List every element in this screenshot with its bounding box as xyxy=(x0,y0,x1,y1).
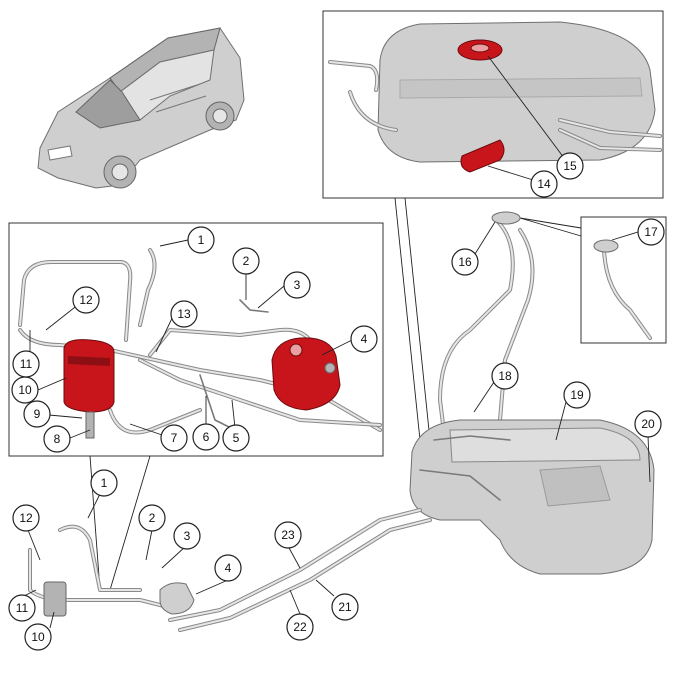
callout-label: 11 xyxy=(20,357,33,371)
callout-label: 9 xyxy=(34,407,41,421)
callout-15: 15 xyxy=(556,152,584,180)
callout-label: 2 xyxy=(243,254,250,268)
callout-label: 19 xyxy=(570,388,584,402)
callout-label: 15 xyxy=(563,159,577,173)
callout-12-main: 12 xyxy=(12,504,40,532)
callout-label: 10 xyxy=(18,383,32,397)
fuel-tank-detail-inset xyxy=(322,10,664,199)
callout-17: 17 xyxy=(637,218,665,246)
callout-label: 17 xyxy=(644,225,658,239)
callout-19: 19 xyxy=(563,381,591,409)
callout-21: 21 xyxy=(331,593,359,621)
fuel-lines-detail-inset xyxy=(8,222,384,457)
callout-label: 20 xyxy=(641,417,655,431)
callout-23: 23 xyxy=(274,521,302,549)
callout-9: 9 xyxy=(23,400,51,428)
callout-label: 2 xyxy=(149,511,156,525)
callout-22: 22 xyxy=(286,613,314,641)
callout-label: 1 xyxy=(198,233,205,247)
callout-label: 10 xyxy=(31,630,45,644)
callout-20: 20 xyxy=(634,410,662,438)
callout-14: 14 xyxy=(530,170,558,198)
callout-2-main: 2 xyxy=(138,504,166,532)
callout-label: 4 xyxy=(225,561,232,575)
callout-label: 7 xyxy=(171,431,178,445)
callout-label: 11 xyxy=(16,601,29,615)
callout-10-main: 10 xyxy=(24,623,52,651)
callout-label: 6 xyxy=(203,430,210,444)
callout-6: 6 xyxy=(192,423,220,451)
callout-label: 3 xyxy=(184,529,191,543)
callout-label: 14 xyxy=(537,177,551,191)
callout-2-inset: 2 xyxy=(232,247,260,275)
callout-label: 12 xyxy=(19,511,33,525)
callout-12-inset: 12 xyxy=(72,286,100,314)
callout-1-inset: 1 xyxy=(187,226,215,254)
callout-8: 8 xyxy=(43,425,71,453)
callout-1-main: 1 xyxy=(90,469,118,497)
callout-label: 16 xyxy=(458,255,472,269)
underbody-fuel-lines xyxy=(23,493,432,632)
callout-label: 1 xyxy=(101,476,108,490)
callout-11-main: 11 xyxy=(8,594,36,622)
callout-label: 12 xyxy=(79,293,93,307)
callout-10-inset: 10 xyxy=(11,376,39,404)
callout-label: 8 xyxy=(54,432,61,446)
callout-5: 5 xyxy=(222,424,250,452)
vehicle-illustration xyxy=(37,27,245,189)
callout-label: 3 xyxy=(294,278,301,292)
callout-3-main: 3 xyxy=(173,522,201,550)
main-fuel-tank-assembly xyxy=(409,211,655,575)
callout-label: 18 xyxy=(498,369,512,383)
callout-4-inset: 4 xyxy=(350,325,378,353)
callout-18: 18 xyxy=(491,362,519,390)
callout-3-inset: 3 xyxy=(283,271,311,299)
callout-7: 7 xyxy=(160,424,188,452)
callout-label: 4 xyxy=(361,332,368,346)
callout-16: 16 xyxy=(451,248,479,276)
callout-label: 21 xyxy=(338,600,352,614)
callout-label: 13 xyxy=(177,307,191,321)
callout-11-inset: 11 xyxy=(12,350,40,378)
callout-label: 5 xyxy=(233,431,240,445)
callout-4-main: 4 xyxy=(214,554,242,582)
callout-13: 13 xyxy=(170,300,198,328)
callout-label: 23 xyxy=(281,528,295,542)
callout-label: 22 xyxy=(293,620,307,634)
